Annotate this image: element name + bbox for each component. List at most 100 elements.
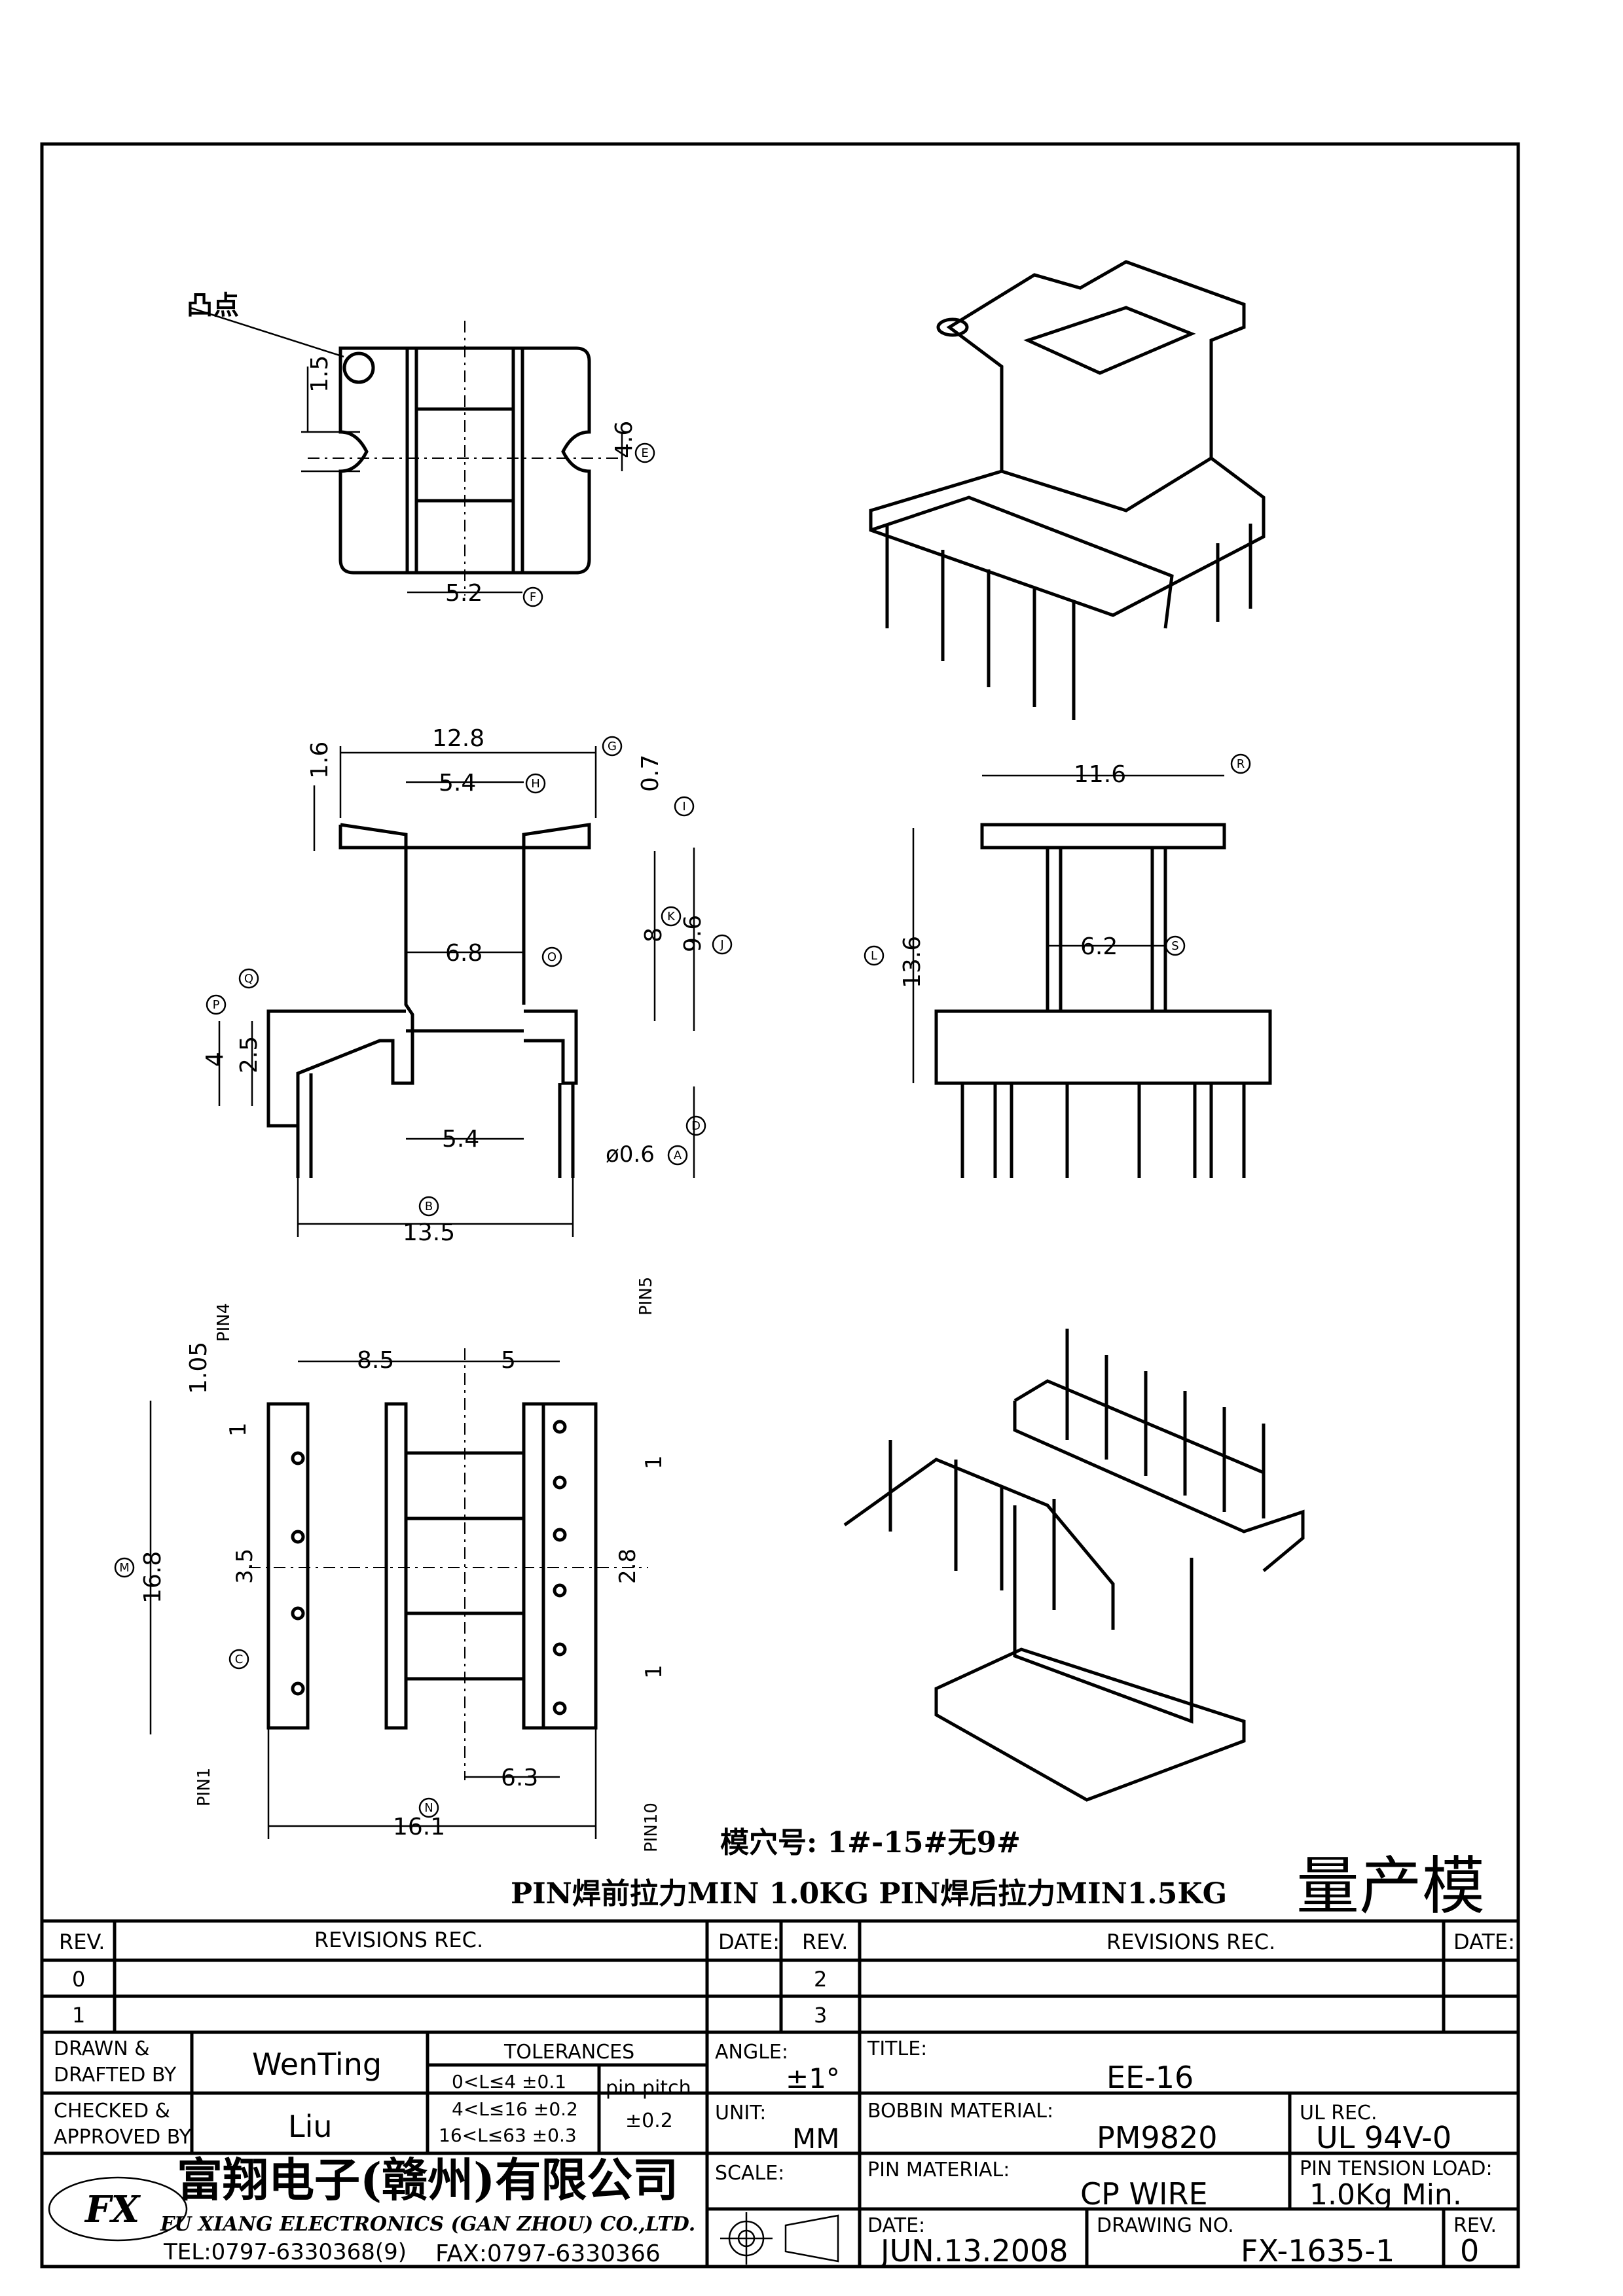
dim-bottom-pitch: 1.05 bbox=[185, 1342, 212, 1394]
rev-row-3: 3 bbox=[814, 2003, 827, 2028]
company-name-cn: 富翔电子(赣州)有限公司 bbox=[177, 2153, 678, 2207]
company-tel: TEL:0797-6330368(9) bbox=[163, 2239, 407, 2265]
bobbin-material-value: PM9820 bbox=[1097, 2120, 1218, 2155]
unit-value: MM bbox=[792, 2123, 839, 2155]
title-label: TITLE: bbox=[867, 2037, 927, 2060]
logo-text: FX bbox=[84, 2188, 141, 2231]
dim-top-2: 4.6 bbox=[611, 421, 638, 458]
dim-bottom-p1b: 1 bbox=[641, 1455, 667, 1469]
drawn-label-2: DRAFTED BY bbox=[54, 2064, 177, 2087]
pin4-label: PIN4 bbox=[214, 1303, 234, 1342]
unit-label: UNIT: bbox=[715, 2102, 766, 2125]
bobbin-material-label: BOBBIN MATERIAL: bbox=[867, 2100, 1053, 2123]
pin-pitch-label: pin pitch bbox=[606, 2077, 691, 2100]
bottom-view: 8.5 5 16.8 1.05 1 3.5 2.8 1 1 6.3 16.1 P… bbox=[114, 1277, 667, 1852]
rev-left-header: REV. bbox=[59, 1929, 105, 1954]
rev-row-1: 1 bbox=[72, 2003, 85, 2028]
tag-l: L bbox=[871, 949, 877, 963]
date-label: DATE: bbox=[867, 2214, 925, 2237]
dim-front-h25: 2.5 bbox=[236, 1036, 263, 1073]
dim-bottom-height: 16.8 bbox=[139, 1551, 166, 1604]
rev-label: REV. bbox=[1453, 2214, 1497, 2237]
dim-side-height: 13.6 bbox=[899, 936, 926, 988]
tolerances-label: TOLERANCES bbox=[503, 2041, 634, 2064]
bump-mark-icon bbox=[936, 317, 969, 337]
tag-d: D bbox=[691, 1119, 701, 1133]
rev-row-0: 0 bbox=[72, 1967, 85, 1992]
projection-symbol-icon bbox=[720, 2212, 839, 2265]
checked-label-2: APPROVED BY bbox=[54, 2126, 192, 2149]
dim-front-flange: 0.7 bbox=[637, 755, 664, 792]
angle-value: ±1° bbox=[786, 2062, 840, 2094]
pin10-label: PIN10 bbox=[642, 1803, 661, 1852]
dim-bottom-p1: 1 bbox=[225, 1422, 251, 1437]
scale-label: SCALE: bbox=[715, 2162, 784, 2185]
dim-pin-dia: ø0.6 bbox=[606, 1141, 655, 1168]
dim-bottom-right: 5 bbox=[501, 1347, 516, 1374]
company-fax: FAX:0797-6330366 bbox=[435, 2240, 661, 2267]
angle-label: ANGLE: bbox=[715, 2041, 788, 2064]
rev-value: 0 bbox=[1460, 2233, 1479, 2269]
bump-label: 凸点 bbox=[187, 290, 239, 321]
dim-bottom-p35: 3.5 bbox=[232, 1549, 258, 1584]
pin-tension-label: PIN TENSION LOAD: bbox=[1300, 2157, 1493, 2180]
tag-r: R bbox=[1237, 757, 1245, 771]
dim-front-inner: 5.4 bbox=[439, 770, 476, 797]
dim-front-h96: 9.6 bbox=[680, 915, 706, 952]
dim-front-mid: 6.8 bbox=[445, 940, 483, 967]
dim-side-inner: 6.2 bbox=[1080, 933, 1118, 960]
dim-front-overall: 13.5 bbox=[403, 1219, 455, 1246]
tag-g: G bbox=[608, 740, 617, 753]
tag-a: A bbox=[674, 1149, 682, 1162]
pin5-label: PIN5 bbox=[636, 1277, 656, 1316]
dim-side-width: 11.6 bbox=[1074, 761, 1126, 788]
side-view: 11.6 6.2 13.6 R S L bbox=[864, 753, 1272, 1178]
pin-pitch-value: ±0.2 bbox=[625, 2109, 673, 2132]
tag-h: H bbox=[531, 777, 540, 791]
isometric-view-bottom bbox=[843, 1329, 1305, 1802]
checked-value: Liu bbox=[288, 2109, 333, 2144]
drawn-value: WenTing bbox=[252, 2047, 382, 2082]
rev-left-rec-header: REVISIONS REC. bbox=[314, 1928, 483, 1952]
tag-n: N bbox=[424, 1801, 433, 1815]
dim-top-1: 1.5 bbox=[306, 355, 333, 393]
pin1-label: PIN1 bbox=[194, 1768, 214, 1806]
dim-bottom-w63: 6.3 bbox=[501, 1765, 538, 1791]
front-view: 12.8 5.4 6.8 5.4 13.5 ø0.6 1.6 0.7 8 9.6… bbox=[202, 725, 733, 1246]
tol-row-1: 0<L≤4 ±0.1 bbox=[452, 2071, 566, 2092]
tag-c: C bbox=[235, 1653, 244, 1666]
tag-k: K bbox=[667, 910, 676, 924]
date-value: JUN.13.2008 bbox=[879, 2233, 1068, 2269]
dim-top-3: 5.2 bbox=[445, 580, 483, 607]
dim-front-h4: 4 bbox=[202, 1052, 228, 1067]
checked-label-1: CHECKED & bbox=[54, 2100, 170, 2123]
tag-f: F bbox=[530, 590, 536, 604]
drawn-label-1: DRAWN & bbox=[54, 2037, 150, 2060]
dim-bottom-w161: 16.1 bbox=[393, 1814, 445, 1840]
rev-row-2: 2 bbox=[814, 1967, 827, 1992]
tag-p: P bbox=[213, 998, 220, 1012]
dim-front-bottom-gap: 5.4 bbox=[442, 1126, 479, 1153]
tag-o: O bbox=[547, 950, 556, 964]
rev-right-date-header: DATE: bbox=[1453, 1929, 1515, 1954]
dim-bottom-left: 8.5 bbox=[357, 1347, 394, 1374]
ul-rec-value: UL 94V-0 bbox=[1316, 2120, 1451, 2155]
drawing-no-label: DRAWING NO. bbox=[1097, 2214, 1234, 2237]
tag-i: I bbox=[682, 800, 685, 814]
tol-row-3: 16<L≤63 ±0.3 bbox=[439, 2125, 577, 2146]
company-name-en: FU XIANG ELECTRONICS (GAN ZHOU) CO.,LTD. bbox=[160, 2213, 695, 2236]
rev-right-header: REV. bbox=[802, 1929, 848, 1954]
dim-front-width: 12.8 bbox=[432, 725, 484, 752]
tag-s: S bbox=[1171, 939, 1178, 953]
cavity-note: 模穴号: 1#-15#无9# bbox=[720, 1826, 1021, 1859]
tag-e: E bbox=[641, 446, 648, 460]
tag-j: J bbox=[720, 938, 723, 952]
dim-front-h8: 8 bbox=[640, 927, 667, 942]
isometric-view-top bbox=[869, 260, 1266, 720]
rev-right-rec-header: REVISIONS REC. bbox=[1106, 1929, 1275, 1954]
title-block: DRAWN & DRAFTED BY WenTing CHECKED & APP… bbox=[42, 2032, 1518, 2269]
ul-rec-label: UL REC. bbox=[1300, 2102, 1377, 2125]
revisions-table: REV. REVISIONS REC. DATE: REV. REVISIONS… bbox=[42, 1919, 1518, 2034]
production-stamp: 量产模 bbox=[1296, 1850, 1485, 1923]
tol-row-2: 4<L≤16 ±0.2 bbox=[452, 2098, 578, 2120]
